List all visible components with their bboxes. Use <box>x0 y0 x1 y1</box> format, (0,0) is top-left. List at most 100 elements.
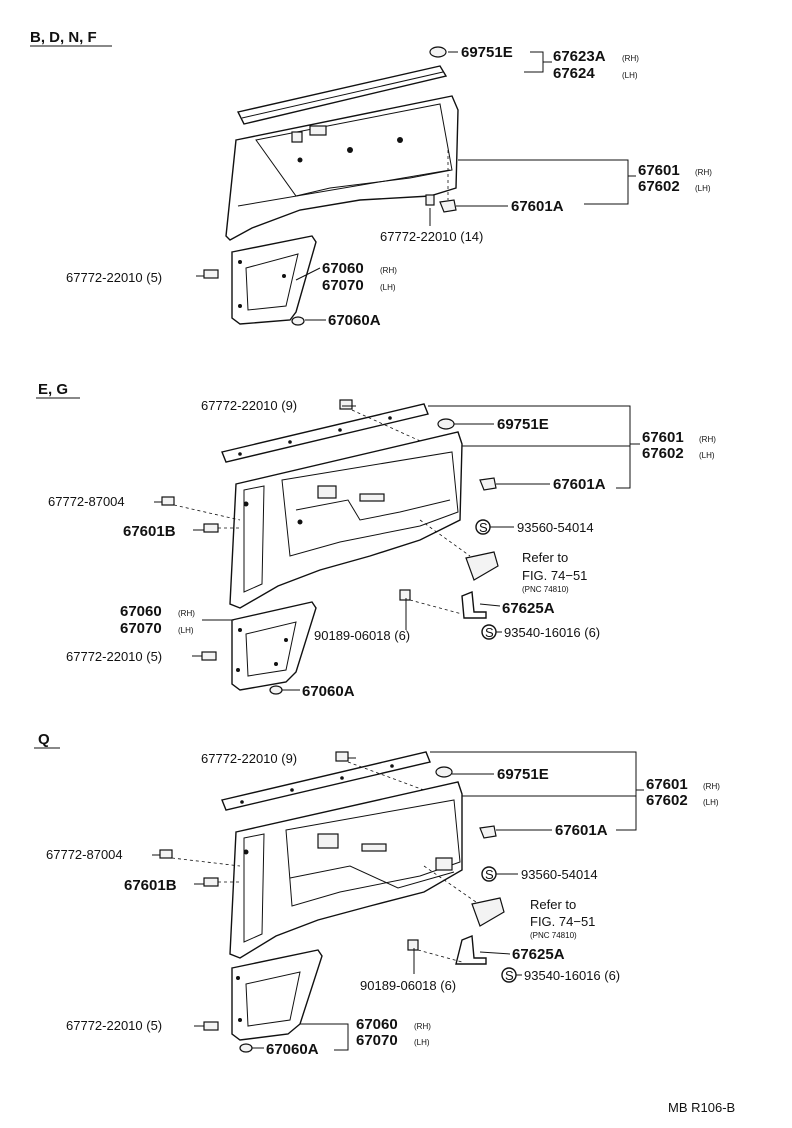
label-67601b: 67601B <box>124 877 177 894</box>
label-90189-06018: 90189-06018 (6) <box>360 978 456 993</box>
label-67601-side: (RH) <box>703 782 720 791</box>
label-67070: 67070 <box>120 620 162 637</box>
screw-67772-icon <box>203 269 219 279</box>
label-67772-87004: 67772-87004 <box>48 494 125 509</box>
section-header: B, D, N, F <box>30 29 97 46</box>
screw-67772-87004-icon <box>161 496 175 506</box>
label-67601: 67601 <box>642 429 684 446</box>
label-69751e: 69751E <box>497 416 549 433</box>
label-67772-22010-9: 67772-22010 (9) <box>201 398 297 413</box>
pocket-hole <box>236 668 240 672</box>
trim-side-panel <box>243 485 265 593</box>
upper-rail <box>221 403 429 463</box>
leader-dash <box>423 865 477 903</box>
pocket-hole <box>238 304 242 308</box>
pocket-inner-outline <box>245 253 299 311</box>
leader-line <box>295 267 321 281</box>
label-67625a: 67625A <box>502 600 555 617</box>
label-67601a: 67601A <box>553 476 606 493</box>
label-67772-87004: 67772-87004 <box>46 847 123 862</box>
label-67772-22010-5: 67772-22010 (5) <box>66 1018 162 1033</box>
label-67060a: 67060A <box>266 1041 319 1058</box>
leader-line <box>524 51 544 73</box>
leader-dash <box>409 599 463 615</box>
label-67060a: 67060A <box>302 683 355 700</box>
label-67602-side: (LH) <box>699 451 715 460</box>
screw-67772-icon <box>201 651 217 661</box>
label-67602: 67602 <box>638 178 680 195</box>
screw-67772-icon <box>339 399 353 410</box>
label-67060: 67060 <box>120 603 162 620</box>
armrest-line <box>289 865 455 889</box>
label-67625a: 67625A <box>512 946 565 963</box>
door-trim-board-67601 <box>229 431 463 609</box>
rail-hole <box>240 800 244 804</box>
pocket-hole <box>236 976 240 980</box>
label-67070-side: (LH) <box>380 283 396 292</box>
leader-line <box>458 159 629 205</box>
label-67623a: 67623A <box>553 48 606 65</box>
label-67070-side: (LH) <box>414 1038 430 1047</box>
upper-rail <box>221 751 431 811</box>
switch-bezel <box>359 493 385 502</box>
rail-hole <box>290 788 294 792</box>
label-67772-22010-9: 67772-22010 (9) <box>201 751 297 766</box>
screw-67772-icon <box>203 1021 219 1031</box>
label-67602-side: (LH) <box>695 184 711 193</box>
handle-bezel <box>317 485 337 499</box>
label-67601: 67601 <box>646 776 688 793</box>
leader-line <box>479 603 501 607</box>
bracket-67625a-icon <box>455 935 487 965</box>
label-69751e: 69751E <box>497 766 549 783</box>
label-67602: 67602 <box>646 792 688 809</box>
section-eg: E, G S S <box>36 381 716 700</box>
label-67601-side: (RH) <box>695 168 712 177</box>
trim-side-panel <box>243 833 265 943</box>
label-67060-side: (RH) <box>414 1022 431 1031</box>
leader-line <box>428 405 631 489</box>
s-mark: S <box>505 968 514 983</box>
label-67772-22010-14: 67772-22010 (14) <box>380 229 483 244</box>
trim-screw-hole <box>347 147 353 153</box>
label-93540-16016: 93540-16016 (6) <box>504 625 600 640</box>
label-67624-side: (LH) <box>622 71 638 80</box>
section-header: Q <box>38 731 50 748</box>
label-67060-side: (RH) <box>380 266 397 275</box>
figure-code: MB R106-B <box>668 1100 735 1115</box>
pocket-hole <box>274 662 278 666</box>
rail-hole <box>338 428 342 432</box>
label-refer-to: Refer to <box>530 897 576 912</box>
rail-hole <box>288 440 292 444</box>
trim-handle-hole <box>309 125 327 136</box>
screw-67772-87004-icon <box>159 849 173 859</box>
label-refer-to: Refer to <box>522 550 568 565</box>
clip-67060a-icon <box>291 316 305 326</box>
pocket-hole <box>238 628 242 632</box>
pocket-hole <box>238 1018 242 1022</box>
label-93560-54014: 93560-54014 <box>517 520 594 535</box>
armrest-refer-part-icon <box>465 551 499 581</box>
bolt-90189-icon <box>399 589 411 601</box>
label-93560-54014: 93560-54014 <box>521 867 598 882</box>
label-67624: 67624 <box>553 65 595 82</box>
lower-pocket-67060 <box>231 601 317 691</box>
pocket-hole <box>284 638 288 642</box>
label-93540-16016: 93540-16016 (6) <box>524 968 620 983</box>
pocket-inner-outline <box>245 971 301 1027</box>
label-67602: 67602 <box>642 445 684 462</box>
label-67623a-side: (RH) <box>622 54 639 63</box>
label-67060-side: (RH) <box>178 609 195 618</box>
lower-pocket-67060 <box>231 235 317 325</box>
rail-hole <box>340 776 344 780</box>
rail-hole <box>390 764 394 768</box>
clip-67060a-icon <box>239 1043 253 1053</box>
label-pnc: (PNC 74810) <box>530 931 577 940</box>
leader-dash <box>173 504 241 521</box>
label-fig: FIG. 74−51 <box>522 568 587 583</box>
trim-hole <box>243 849 249 855</box>
clip-67601a-icon <box>479 477 497 491</box>
trim-hole <box>297 519 303 525</box>
screw-67772-icon <box>335 751 349 762</box>
door-trim-board-67601 <box>225 95 459 241</box>
